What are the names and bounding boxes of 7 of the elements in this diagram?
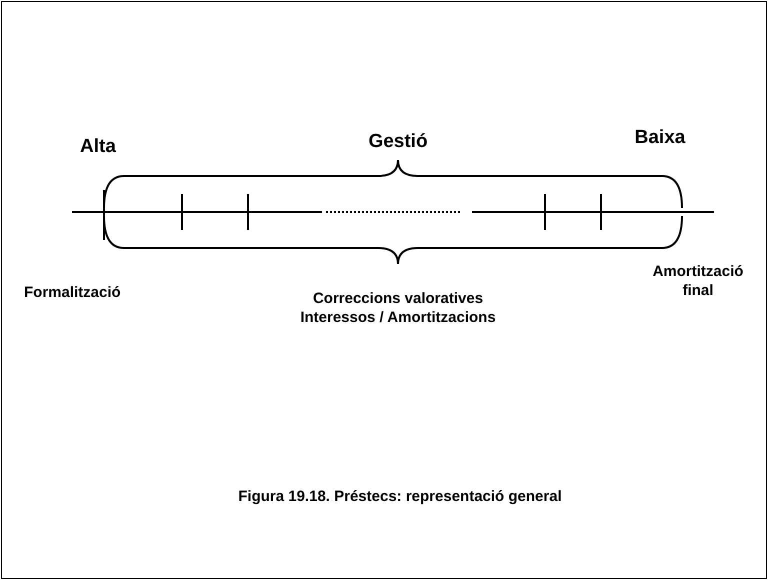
stage-label: Alta xyxy=(80,135,117,159)
event-label: Amortització final xyxy=(652,263,744,300)
stage-label: Baixa xyxy=(634,126,686,150)
event-label: Formalització xyxy=(24,284,122,303)
stage-label: Gestió xyxy=(367,130,429,154)
event-label: Correccions valoratives Interessos / Amortitzacions xyxy=(299,290,497,328)
figure-caption: Figura 19.18. Préstecs: representació general xyxy=(237,488,563,507)
